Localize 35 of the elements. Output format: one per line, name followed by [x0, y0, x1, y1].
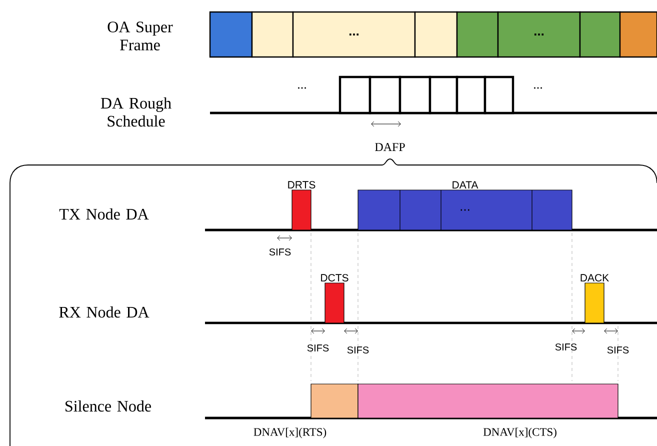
block-label: DNAV[x](CTS) — [483, 428, 556, 438]
data-block: ... DATA — [358, 181, 572, 230]
node-label: DCTS — [321, 274, 348, 282]
row-label: RX Node DA — [59, 306, 150, 318]
dimension-label: SIFS — [555, 343, 577, 351]
frame-cell — [619, 11, 657, 58]
row-label: OA Super Frame — [108, 22, 173, 50]
node-label: DRTS — [288, 181, 316, 188]
slot-box — [456, 76, 486, 114]
pulse-box: DCTS — [321, 274, 348, 324]
dimension-label: SIFS — [347, 346, 369, 354]
frame-cell — [579, 11, 621, 58]
slot-box — [368, 76, 402, 114]
dimension-label: SIFS — [307, 344, 329, 352]
ellipsis-text: ... — [298, 87, 306, 89]
frame-cell — [414, 11, 458, 58]
slot-box — [484, 76, 514, 114]
ellipsis-text: ... — [534, 87, 542, 89]
slot-box — [428, 76, 458, 114]
dimension-label: SIFS — [607, 346, 629, 354]
pulse-box: DRTS — [288, 181, 316, 230]
slot-box — [398, 76, 432, 114]
node-label: DATA — [452, 181, 478, 188]
node-label: DACK — [580, 274, 609, 282]
block-label: DNAV[x](RTS) — [254, 428, 326, 438]
pulse-box: DACK — [580, 274, 609, 324]
frame-cell — [209, 11, 253, 58]
dimension-label: SIFS — [269, 248, 291, 256]
row-label: TX Node DA — [59, 208, 149, 220]
frame-cell — [251, 11, 294, 58]
row-label: Silence Node — [66, 400, 151, 412]
slot-box — [338, 76, 372, 114]
frame-cell — [456, 11, 499, 58]
row-label: DA Rough Schedule — [100, 97, 172, 127]
dimension-label: DAFP — [375, 143, 405, 151]
